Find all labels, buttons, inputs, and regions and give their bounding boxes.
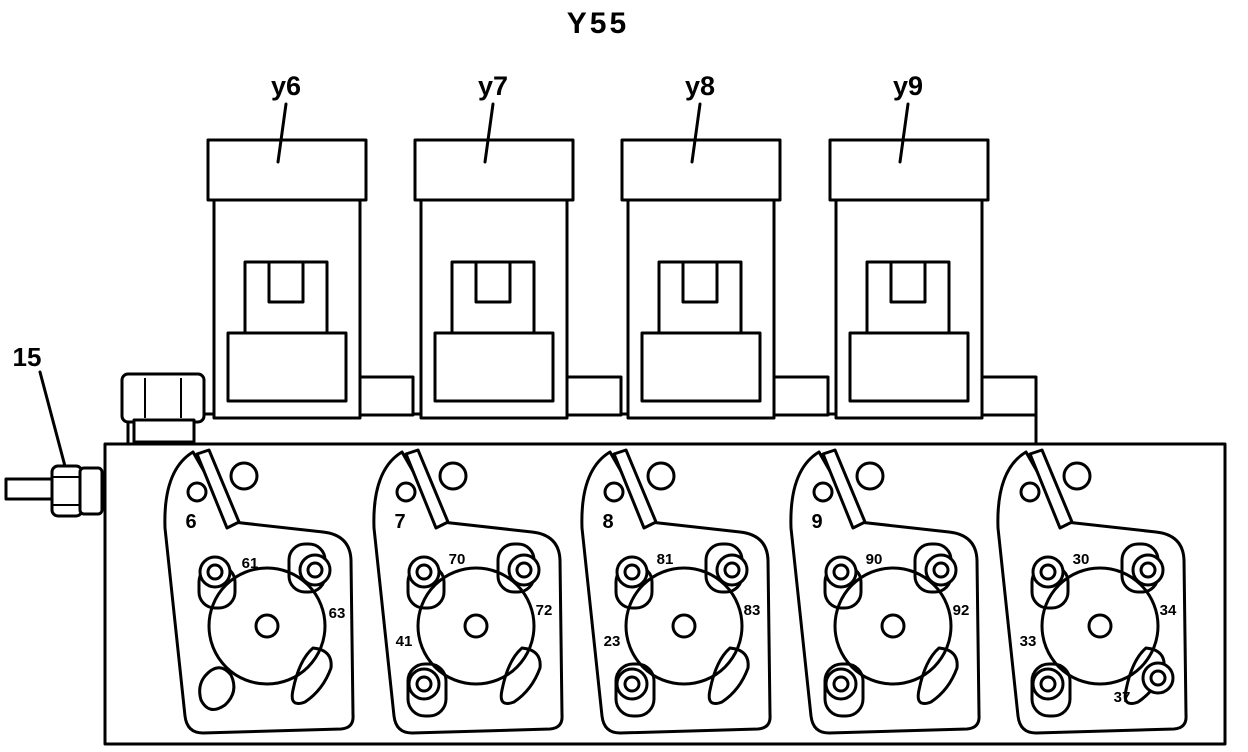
solenoid-label: y7 xyxy=(478,71,508,101)
port-label: 37 xyxy=(1114,689,1131,706)
port-label: 61 xyxy=(242,555,259,572)
valve-number: 8 xyxy=(602,511,613,533)
valve-face-4: 9 90 92 xyxy=(789,448,981,735)
solenoid-label: y9 xyxy=(893,71,923,101)
valve-face-5: 30 34 33 37 xyxy=(996,448,1188,735)
port-label: 41 xyxy=(396,633,413,650)
spacer-block xyxy=(766,375,830,417)
port-label: 23 xyxy=(604,633,621,650)
fitting-label: 15 xyxy=(13,342,42,372)
port-label: 90 xyxy=(866,551,883,568)
valve-face-3: 8 81 83 23 xyxy=(580,448,772,735)
spacer-block xyxy=(559,375,623,417)
valve-number: 7 xyxy=(394,511,405,533)
port-label: 92 xyxy=(953,602,970,619)
fitting-15: 15 xyxy=(4,342,104,518)
port-label: 30 xyxy=(1073,551,1090,568)
port-label: 34 xyxy=(1160,602,1177,619)
valve-face-1: 6 61 63 xyxy=(163,448,355,735)
port-label: 33 xyxy=(1020,633,1037,650)
solenoid-y8: y8 xyxy=(620,71,782,420)
port-label: 70 xyxy=(449,551,466,568)
valve-number: 9 xyxy=(811,511,822,533)
solenoid-label: y8 xyxy=(685,71,715,101)
port-label: 83 xyxy=(744,602,761,619)
solenoid-label: y6 xyxy=(271,71,301,101)
solenoid-y7: y7 xyxy=(413,71,575,420)
hex-nut xyxy=(120,372,206,444)
spacer-block xyxy=(351,375,415,417)
solenoid-y9: y9 xyxy=(828,71,990,420)
port-label: 81 xyxy=(657,551,674,568)
diagram-title: Y55 xyxy=(567,7,629,40)
port-label: 63 xyxy=(329,605,346,622)
valve-face-2: 7 70 72 41 xyxy=(372,448,564,735)
spacer-block xyxy=(974,375,1038,417)
valve-number: 6 xyxy=(185,511,196,533)
port-label: 72 xyxy=(536,602,553,619)
solenoid-y6: y6 xyxy=(206,71,368,420)
